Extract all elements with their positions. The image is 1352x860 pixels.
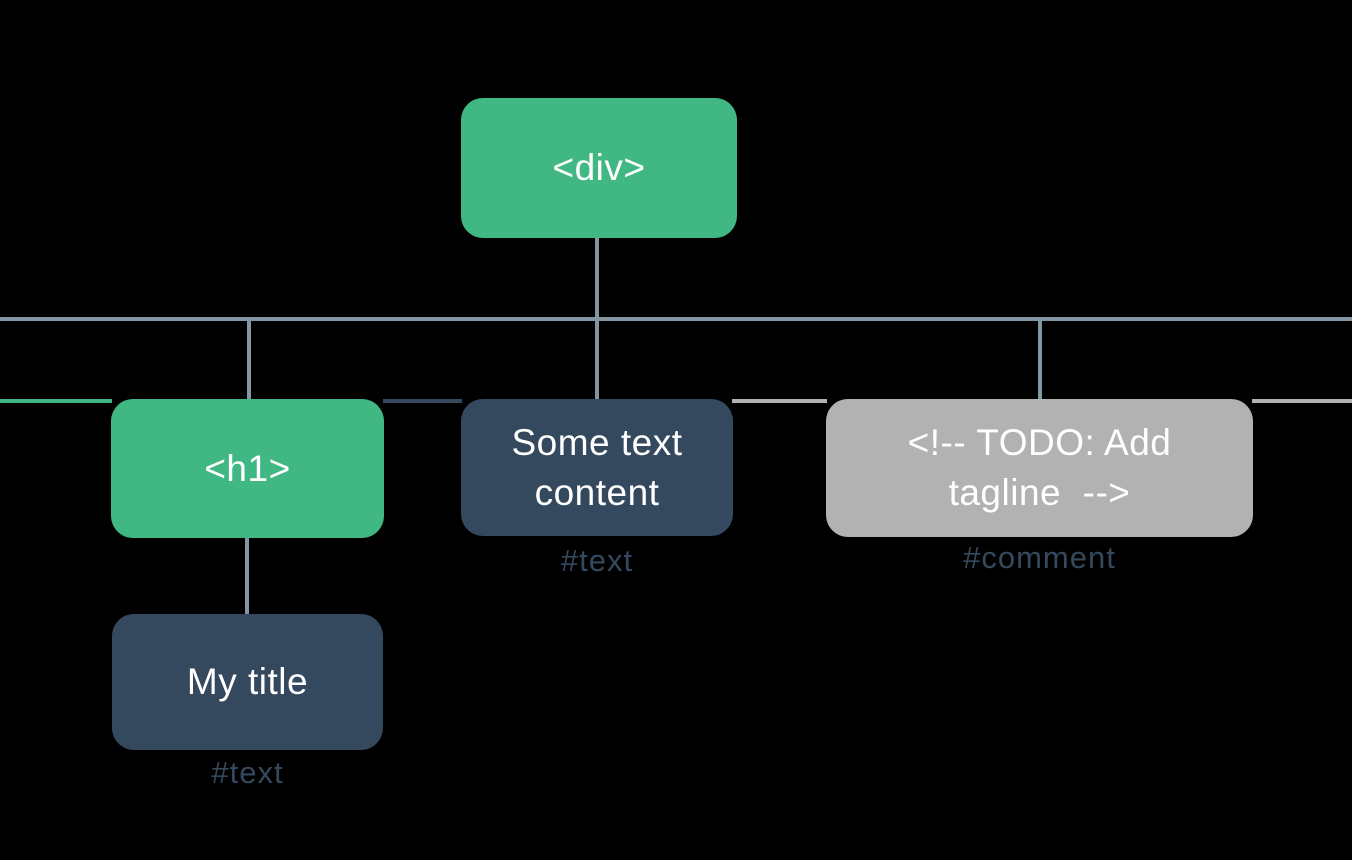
node-h1-label: <h1> [204,447,291,489]
node-div: <div> [461,98,737,238]
row-rail-segment-left-green [0,399,112,403]
annotation-comment-node: #comment [963,540,1116,575]
annotation-my-title-text-node: #text [211,755,284,790]
row-rail-segment-right-gray [1252,399,1352,403]
connector-h1-to-my-title [245,537,249,614]
node-comment-line2: tagline --> [948,472,1131,513]
annotation-text-node: #text [560,543,634,578]
node-some-text-line1: Some text [511,421,683,463]
node-h1: <h1> [111,399,384,538]
row-rail-segment-dark [383,399,462,403]
node-comment: <!-- TODO: Add tagline --> [826,399,1253,537]
node-some-text: Some text content [461,399,733,536]
row-rail-segment-gray [732,399,827,403]
connector-rail-to-text-node [595,321,599,400]
node-div-label: <div> [552,147,646,188]
node-my-title: My title [112,614,383,750]
node-my-title-label: My title [186,661,309,702]
connector-top-rail [0,317,1352,321]
connector-root-to-rail [595,238,599,317]
node-comment-line1: <!-- TODO: Add [907,422,1172,463]
node-some-text-line2: content [534,471,660,513]
connector-rail-to-h1 [247,321,251,400]
connector-rail-to-comment-node [1038,321,1042,400]
